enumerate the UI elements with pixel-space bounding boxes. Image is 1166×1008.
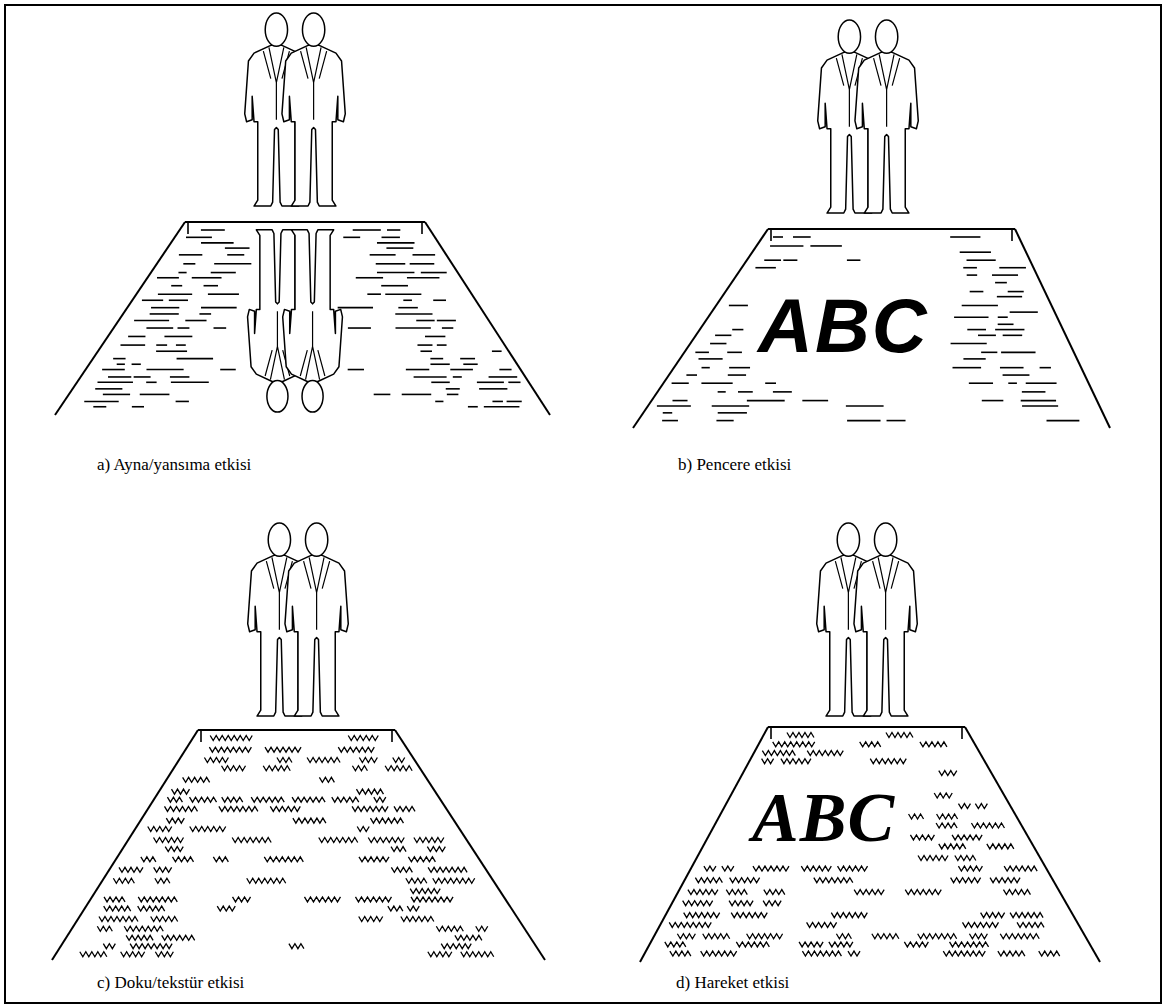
caption: d) Hareket etkisi xyxy=(676,973,789,993)
caption: b) Pencere etkisi xyxy=(678,455,791,475)
pool-outline xyxy=(55,222,550,415)
person-figure xyxy=(282,13,345,206)
window-letters: ABC xyxy=(758,282,929,369)
standing-figures xyxy=(818,20,919,213)
pool-outline xyxy=(633,229,1110,428)
reflected-figures xyxy=(248,230,343,412)
person-figure xyxy=(854,523,917,716)
standing-figures xyxy=(248,523,349,716)
water-dashes xyxy=(657,237,1079,421)
water-dashes xyxy=(84,230,521,407)
caption: a) Ayna/yansıma etkisi xyxy=(97,455,251,475)
motion-letters: ABC xyxy=(752,778,895,859)
caption: c) Doku/tekstür etkisi xyxy=(97,973,244,993)
person-figure xyxy=(283,230,343,412)
pool-outline xyxy=(52,730,545,960)
person-figure xyxy=(285,523,348,716)
outer-border xyxy=(5,5,1161,1003)
standing-figures xyxy=(817,523,918,716)
pool-outline xyxy=(640,727,1100,962)
person-figure xyxy=(855,20,918,213)
water-waves xyxy=(665,733,1060,957)
standing-figures xyxy=(245,13,346,206)
water-waves xyxy=(80,736,494,957)
